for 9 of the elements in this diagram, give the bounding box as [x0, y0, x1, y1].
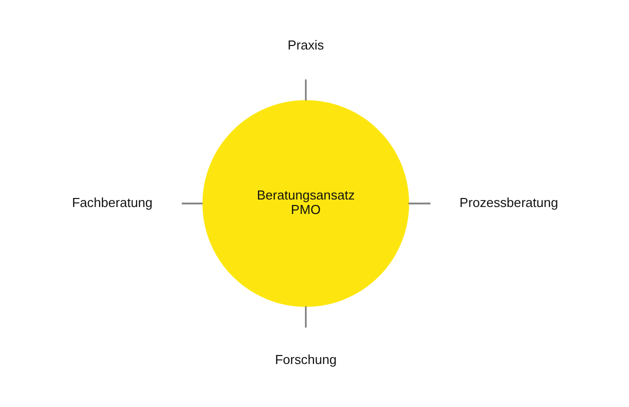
node-circle: Beratungsansatz PMO [202, 100, 409, 307]
node-text: Fachberatung [71, 194, 152, 210]
node-text: Praxis [287, 37, 324, 52]
connector [408, 202, 430, 204]
node-text: Prozessberatung [459, 194, 558, 210]
connector [181, 202, 202, 204]
connector [304, 306, 306, 328]
connector [304, 79, 306, 100]
node-text: Forschung [274, 352, 336, 368]
